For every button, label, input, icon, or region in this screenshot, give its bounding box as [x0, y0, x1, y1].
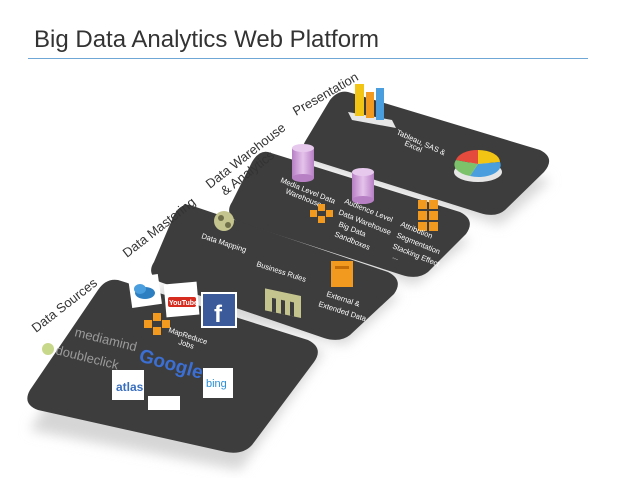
mastering-platform [151, 204, 398, 340]
atlas-logo: atlas [112, 370, 144, 400]
data-mapping-icon [214, 211, 234, 231]
media-warehouse-cylinder-icon [292, 144, 314, 182]
atlas-text: atlas [116, 380, 144, 394]
misc-logo [148, 396, 180, 410]
sources-platform [27, 279, 318, 453]
facebook-logo: f [201, 292, 237, 328]
pie-chart-icon [454, 149, 502, 182]
attribution-grid-icon [418, 200, 438, 231]
youtube-text: YouTube [169, 300, 198, 307]
bing-text: bing [206, 378, 227, 390]
audience-warehouse-cylinder-icon [352, 168, 374, 204]
sources-cloud-logo [128, 274, 162, 308]
facebook-text: f [214, 301, 223, 328]
sandbox-icon [310, 204, 333, 223]
mapreduce-icon [144, 313, 170, 335]
warehouse-platform [229, 151, 470, 277]
presentation-platform [303, 91, 550, 215]
youtube-logo: YouTube [163, 281, 200, 318]
page-title: Big Data Analytics Web Platform [34, 26, 380, 53]
bar-chart-icon [348, 84, 396, 128]
bing-logo: bing [203, 368, 233, 398]
external-data-icon [331, 261, 353, 287]
attribution-label-4: ... [391, 252, 400, 263]
title-underline [28, 58, 588, 59]
business-rules-icon [265, 288, 301, 318]
